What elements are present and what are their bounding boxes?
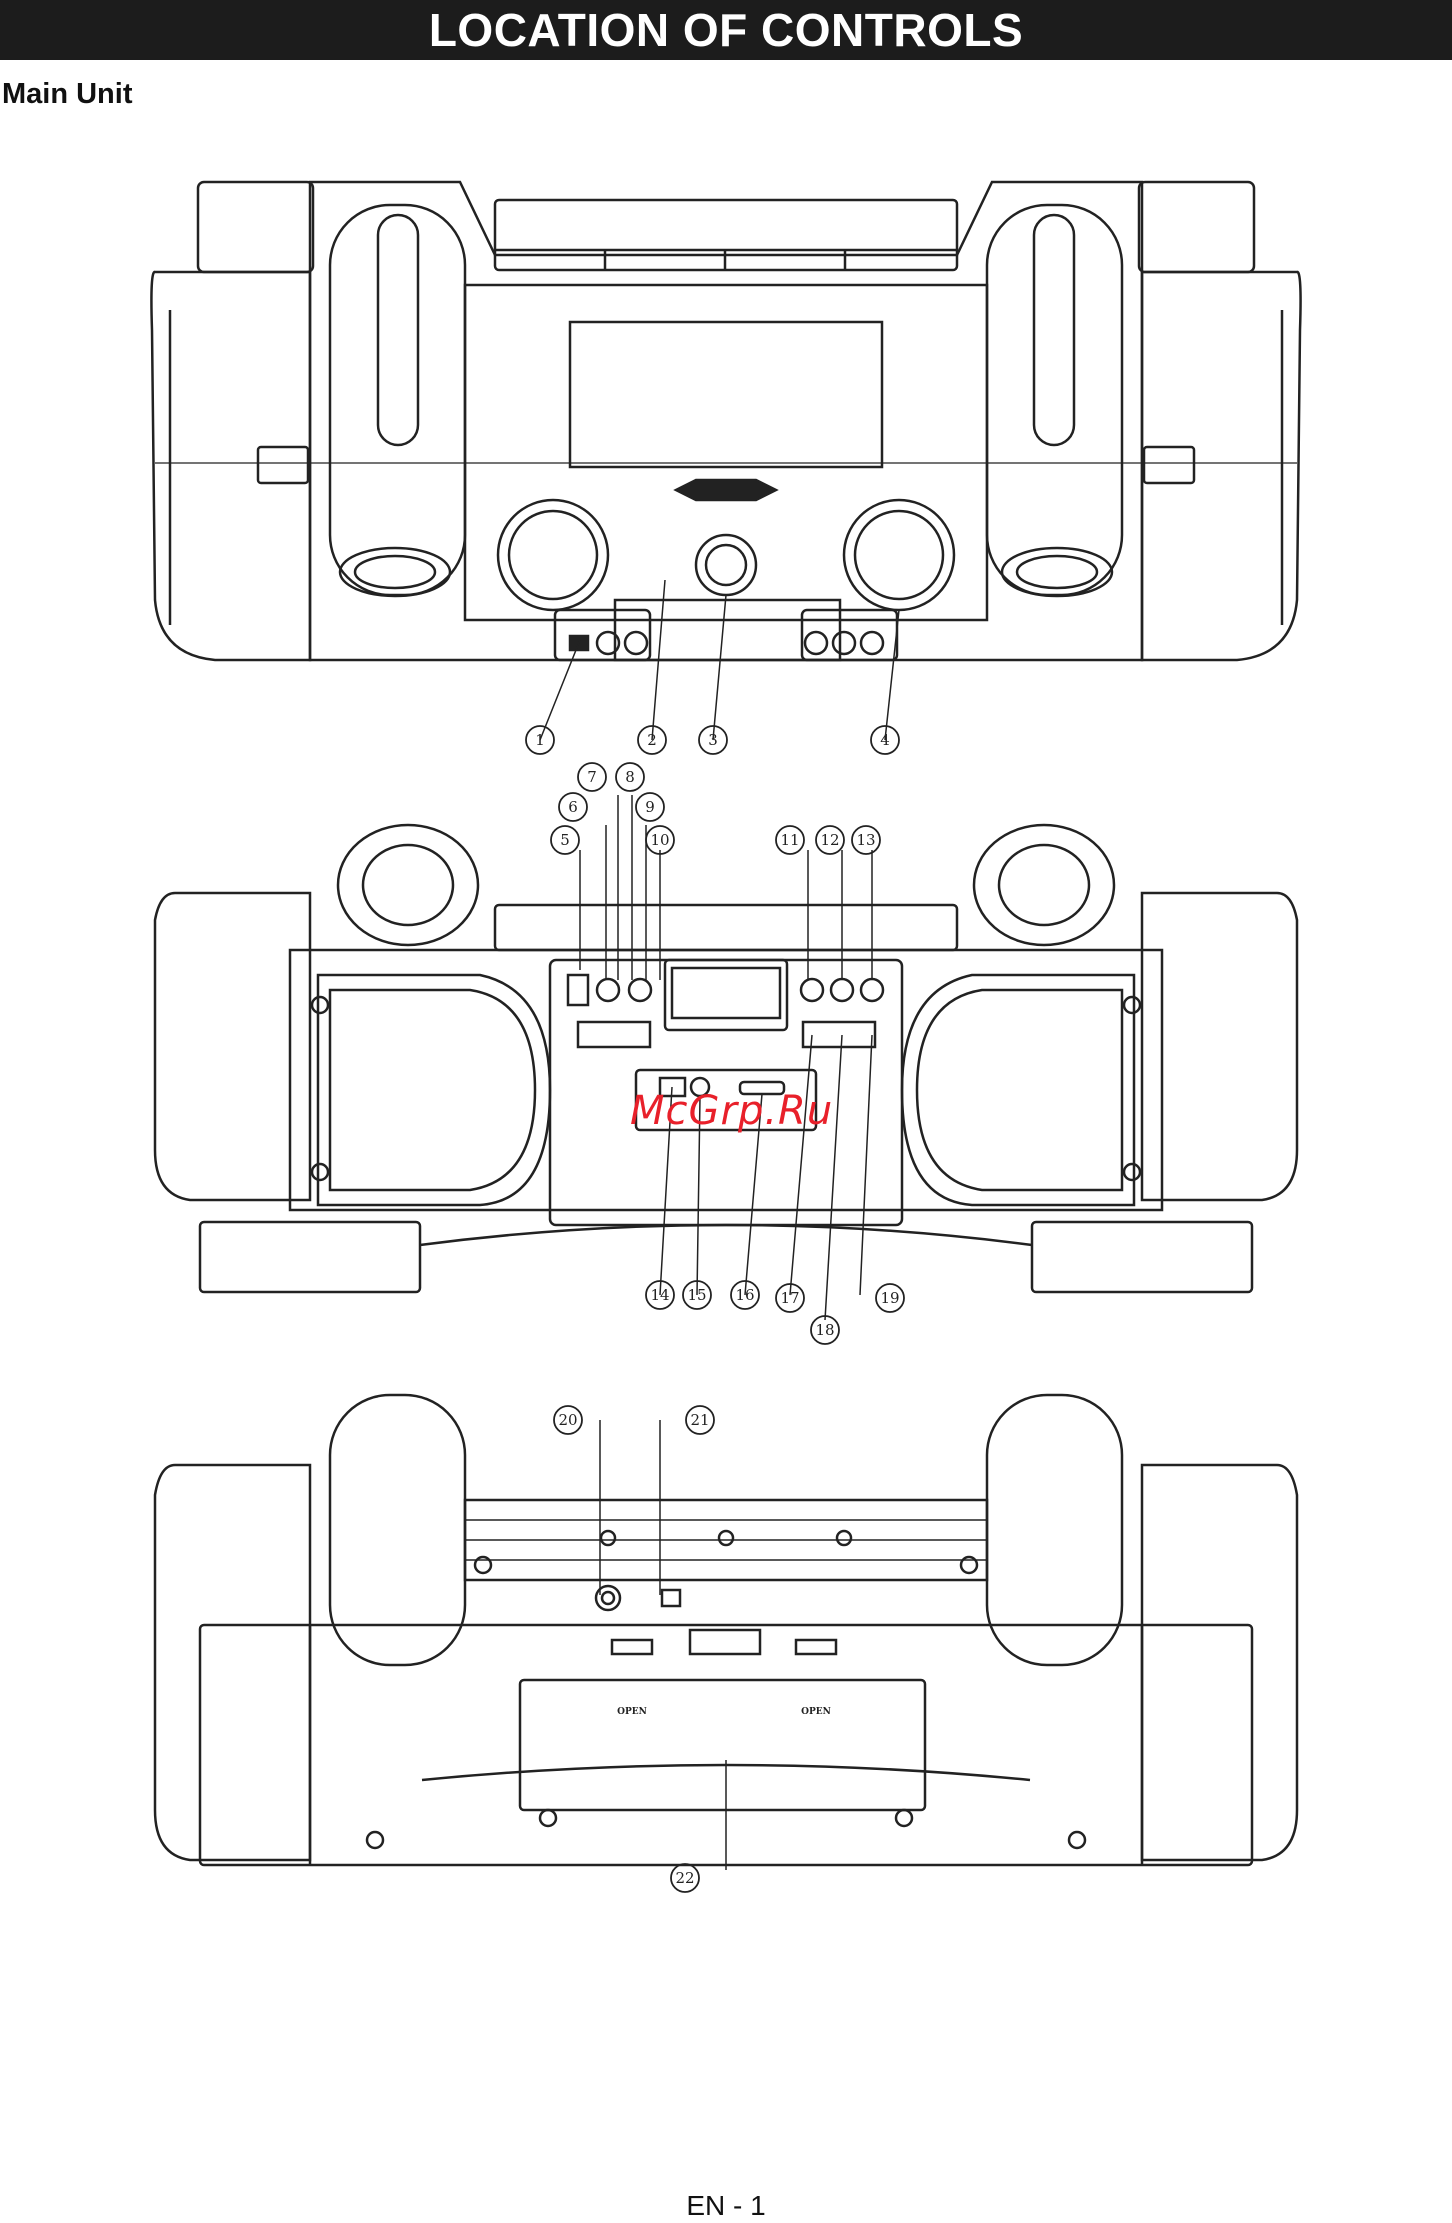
callout-11: 11 (780, 831, 799, 849)
callout-circles (526, 726, 904, 1892)
open-label-right: OPEN (801, 1707, 831, 1717)
callout-14: 14 (650, 1286, 669, 1304)
callout-22: 22 (675, 1869, 694, 1887)
callout-1: 1 (535, 731, 545, 749)
top-view-drawing (151, 182, 1300, 740)
callout-8: 8 (625, 768, 635, 786)
callout-10: 10 (650, 831, 669, 849)
callout-17: 17 (780, 1289, 799, 1307)
callout-19: 19 (880, 1289, 899, 1307)
callout-9: 9 (645, 798, 655, 816)
front-view-drawing (155, 795, 1297, 1320)
callout-13: 13 (856, 831, 875, 849)
callout-2: 2 (647, 731, 657, 749)
rear-view-drawing (155, 1395, 1297, 1870)
callout-5: 5 (560, 831, 570, 849)
callout-6: 6 (568, 798, 578, 816)
page-number: EN - 1 (0, 2190, 1452, 2222)
callout-18: 18 (815, 1321, 834, 1339)
callout-7: 7 (587, 768, 597, 786)
callout-20: 20 (558, 1411, 577, 1429)
callout-16: 16 (735, 1286, 754, 1304)
callout-21: 21 (690, 1411, 709, 1429)
callout-15: 15 (687, 1286, 706, 1304)
callout-12: 12 (820, 831, 839, 849)
callout-4: 4 (880, 731, 890, 749)
open-label-left: OPEN (617, 1707, 647, 1717)
watermark: McGrp.Ru (630, 1088, 833, 1134)
callout-3: 3 (708, 731, 718, 749)
